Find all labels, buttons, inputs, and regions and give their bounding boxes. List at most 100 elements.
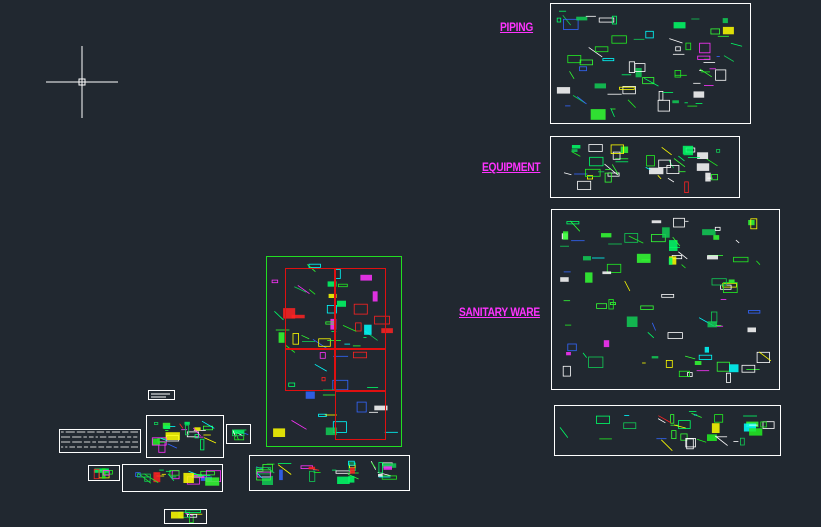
drawing-entity (383, 466, 392, 470)
red-viewport-1[interactable] (285, 268, 335, 349)
small-sheet-2[interactable] (226, 424, 251, 444)
drawing-entity (678, 251, 688, 260)
drawing-entity (308, 263, 321, 268)
drawing-entity (699, 42, 711, 54)
small-sheet-3[interactable] (122, 464, 223, 492)
drawing-entity (673, 22, 686, 29)
equipment-sheet[interactable] (550, 136, 740, 198)
layout-sheet-green[interactable] (266, 256, 402, 447)
drawing-entity (378, 474, 383, 477)
drawing-entity (378, 462, 383, 474)
small-sheet-1[interactable] (146, 415, 224, 458)
drawing-entity (735, 239, 740, 244)
drawing-entity (194, 427, 201, 431)
drawing-entity (562, 365, 571, 377)
drawing-entity (321, 377, 326, 382)
drawing-entity (725, 372, 731, 383)
drawing-entity (706, 158, 718, 167)
drawing-entity (570, 220, 581, 232)
small-sheet-2-details (232, 429, 249, 441)
red-viewport-5[interactable] (335, 391, 386, 440)
drawing-entity (332, 379, 349, 391)
drawing-entity (619, 86, 635, 90)
drawing-entity (569, 71, 575, 80)
drawing-entity (762, 421, 775, 429)
drawing-entity (697, 55, 711, 60)
drawing-entity (267, 467, 275, 474)
drawing-entity (610, 107, 615, 118)
drawing-entity (585, 272, 593, 283)
drawing-entity (576, 96, 587, 105)
red-viewport-3[interactable] (285, 349, 335, 391)
drawing-entity (135, 472, 141, 477)
drawing-entity (611, 15, 617, 25)
small-sheet-4[interactable] (88, 465, 120, 481)
drawing-entity (205, 477, 220, 486)
drawing-entity (671, 430, 677, 440)
piping-label[interactable]: PIPING (500, 20, 534, 34)
drawing-entity (628, 235, 644, 244)
drawing-entity (158, 441, 166, 453)
drawing-entity (624, 233, 639, 243)
drawing-entity (603, 340, 610, 348)
drawing-entity (179, 423, 184, 429)
drawing-entity (594, 83, 606, 89)
sanitary-ware-sheet[interactable] (551, 209, 780, 390)
sheet-strip-details (255, 460, 397, 485)
legend-table[interactable] (59, 429, 141, 453)
drawing-entity (658, 415, 671, 423)
drawing-entity (598, 17, 615, 23)
sanitary-ware-details (560, 217, 772, 383)
drawing-entity (713, 235, 720, 240)
drawing-entity (567, 55, 582, 64)
drawing-entity (651, 234, 666, 243)
drawing-entity (338, 283, 348, 288)
drawing-entity (283, 308, 296, 319)
drawing-entity (372, 291, 378, 302)
drawing-entity (711, 423, 720, 433)
drawing-entity (154, 422, 159, 425)
drawing-entity (673, 158, 686, 168)
drawing-entity (722, 26, 734, 35)
drawing-entity (684, 355, 696, 360)
sanitary-ware-label[interactable]: SANITARY WARE (459, 305, 540, 319)
drawing-entity (699, 68, 713, 78)
piping-details (556, 10, 743, 120)
drawing-entity (588, 47, 603, 58)
drawing-entity (571, 151, 581, 157)
drawing-entity (710, 28, 720, 35)
drawing-entity (308, 467, 320, 471)
fixtures-sheet[interactable] (554, 405, 781, 456)
red-viewport-4[interactable] (335, 349, 386, 391)
drawing-entity (309, 470, 316, 482)
piping-sheet[interactable] (550, 3, 751, 124)
red-viewport-2[interactable] (335, 268, 386, 349)
small-note-block (148, 390, 175, 400)
drawing-entity (739, 437, 745, 446)
fixtures-details (559, 411, 775, 451)
small-sheet-5[interactable] (164, 509, 207, 524)
drawing-entity (730, 42, 743, 47)
drawing-entity (203, 437, 217, 444)
drawing-entity (672, 236, 681, 247)
drawing-entity (696, 163, 710, 171)
drawing-entity (292, 333, 299, 345)
drawing-entity (596, 303, 607, 309)
equipment-label[interactable]: EQUIPMENT (482, 160, 541, 174)
drawing-entity (185, 510, 201, 513)
drawing-entity (194, 434, 199, 439)
small-sheet-1-details (151, 420, 217, 453)
drawing-entity (232, 430, 245, 434)
sheet-strip[interactable] (249, 455, 410, 491)
drawing-entity (611, 35, 627, 44)
drawing-entity (163, 425, 170, 429)
drawing-entity (327, 281, 337, 287)
drawing-entity (612, 151, 621, 160)
drawing-entity (291, 420, 307, 430)
drawing-entity (278, 332, 285, 343)
drawing-entity (610, 144, 624, 154)
drawing-entity (587, 175, 594, 180)
drawing-entity (349, 464, 356, 469)
drawing-entity (669, 38, 683, 44)
